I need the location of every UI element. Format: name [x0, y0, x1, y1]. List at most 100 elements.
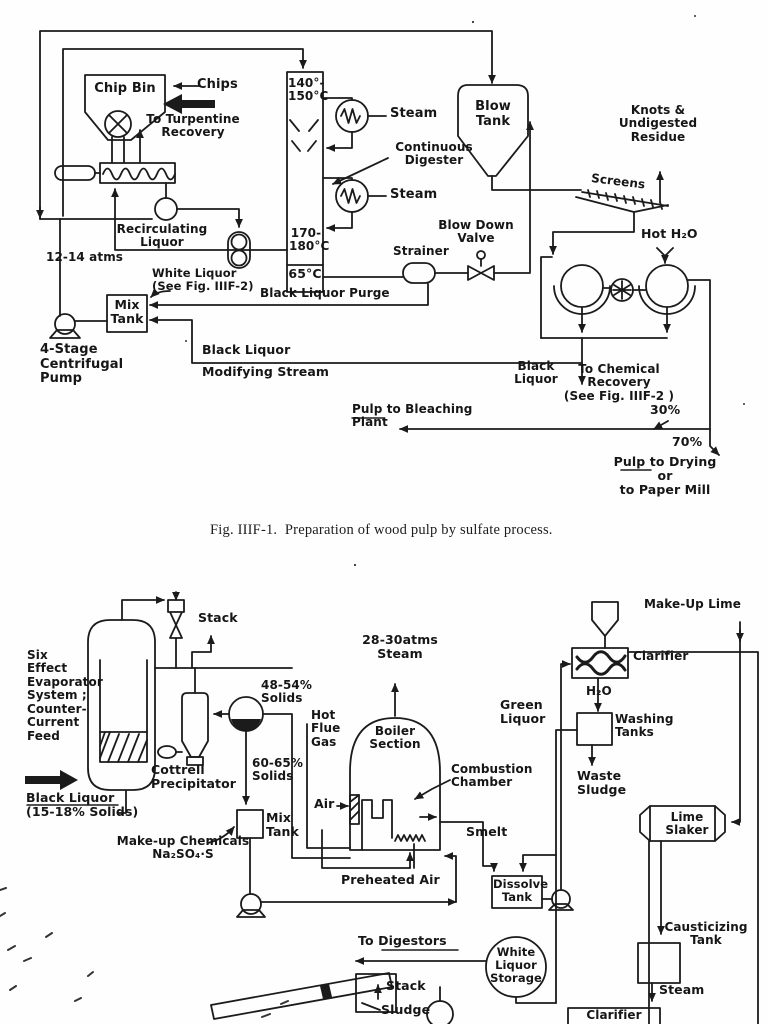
blow-down-valve-symbol — [467, 265, 495, 281]
underlines-fig2 — [26, 804, 459, 951]
clarifier-vessel — [571, 647, 629, 679]
causticizing-tank-vessel — [637, 942, 681, 984]
smelt-line — [439, 821, 498, 872]
label-green-liquor: Green Liquor — [500, 697, 546, 726]
white-liquor-line — [150, 288, 171, 298]
label-temp-top: 140°- 150°C — [288, 76, 329, 104]
label-sludge: Sludge — [381, 1002, 431, 1017]
bold-right-arrow — [25, 770, 78, 790]
chemicals-line — [207, 826, 235, 844]
lime-kiln — [210, 972, 393, 1020]
centrifugal-pump — [54, 313, 76, 335]
recirculating-liquor-line — [111, 188, 288, 251]
liquor-pump — [240, 893, 262, 915]
label-black-liquor-feed: Black Liquor (15-18% Solids) — [26, 790, 139, 819]
label-recirculating-liquor: Recirculating Liquor — [116, 222, 208, 250]
label-to-digestors: To Digestors — [358, 933, 447, 948]
mix-tank-vessel — [106, 294, 148, 333]
label-turpentine: To Turpentine Recovery — [146, 112, 240, 140]
label-air: Air — [314, 796, 335, 811]
pulp-underlines — [351, 417, 652, 471]
bold-left-arrow — [163, 94, 215, 114]
label-blow-tank: Blow Tank — [475, 99, 511, 129]
washer-2 — [645, 264, 689, 308]
label-washing-tanks: Washing Tanks — [615, 712, 674, 740]
conveyor-drive — [54, 165, 96, 181]
evaporator-vessel — [87, 619, 156, 791]
dissolve-tank-vessel — [491, 875, 543, 909]
label-make-up-lime: Make-Up Lime — [644, 597, 741, 611]
recovery-boiler-vessel — [349, 717, 441, 851]
label-hot-flue-gas: Hot Flue Gas — [311, 708, 341, 749]
label-preheated-air: Preheated Air — [341, 872, 440, 887]
label-knots: Knots & Undigested Residue — [618, 103, 698, 144]
rotary-feeder — [104, 110, 132, 138]
make-up-lime-line — [731, 621, 741, 826]
black-liquor-purge-line — [149, 283, 429, 309]
label-stack-bottom: Stack — [386, 978, 426, 993]
label-modifying-2: Modifying Stream — [202, 364, 330, 379]
label-clarifier-top: Clarifier — [633, 649, 689, 663]
label-pulp-drying: Pulp to Drying or to Paper Mill — [613, 454, 717, 497]
label-modifying-1: Black Liquor — [202, 342, 291, 357]
label-h2o: H₂O — [586, 684, 612, 698]
label-temp-bottom: 170- 180°C — [289, 226, 330, 254]
chip-bin — [84, 74, 166, 141]
label-temp-65: 65°C — [288, 266, 322, 281]
label-white-liquor: White Liquor (See Fig. IIIF-2) — [152, 266, 254, 293]
fig1-linework — [36, 30, 720, 471]
white-liquor-storage-vessel — [485, 936, 547, 998]
scan-marks — [0, 15, 745, 1018]
label-six-effect: Six Effect Evaporator System ; Counter- … — [27, 648, 103, 743]
label-boiler-section: Boiler Section — [369, 724, 421, 752]
label-mix-tank-2: Mix Tank — [266, 810, 299, 839]
label-four-stage-pump: 4-Stage Centrifugal Pump — [40, 342, 124, 387]
cottrell-precipitator-vessel — [181, 692, 209, 758]
label-steam-2: Steam — [390, 187, 438, 202]
washer-1 — [560, 264, 604, 308]
washing-tanks-vessel — [576, 712, 613, 746]
feed-line-to-blow-tank — [39, 30, 496, 220]
label-cottrell: Cottrell Precipitator — [151, 762, 237, 791]
label-smelt: Smelt — [466, 824, 508, 839]
label-clarifier-bottom: Clarifier — [586, 1008, 642, 1022]
pulp-line — [687, 279, 720, 456]
strainer-vessel — [402, 262, 436, 284]
modifying-stream-line — [149, 316, 583, 364]
label-continuous-digester: Continuous Digester — [395, 140, 473, 168]
combustion-pointer — [414, 779, 451, 800]
kiln-firing-hood — [355, 973, 397, 1013]
label-steam-1: Steam — [390, 106, 438, 121]
label-to-chemical-recovery: To Chemical Recovery (See Fig. IIIF-2 ) — [563, 362, 675, 403]
label-pct-30: 30% — [650, 402, 681, 417]
label-waste-sludge: Waste Sludge — [577, 768, 627, 797]
weak-wash-line — [555, 729, 578, 1004]
label-steam-bottom: Steam — [659, 982, 705, 997]
label-solids-48: 48-54% Solids — [261, 678, 313, 706]
right-recycle-line — [627, 651, 759, 1024]
continuous-digester-vessel — [286, 71, 324, 293]
stack-line — [191, 635, 215, 669]
label-stack-top: Stack — [198, 610, 238, 625]
lime-slaker-vessel — [639, 805, 726, 842]
label-atms: 12-14 atms — [46, 250, 124, 264]
figure-caption: Fig. IIIF-1. Preparation of wood pulp by… — [210, 522, 553, 538]
clarifier-feed-hopper — [591, 601, 619, 637]
green-liquor-line — [560, 660, 571, 891]
recirculation-pump — [154, 197, 178, 221]
digester-pointer — [332, 157, 389, 185]
label-hot-h2o: Hot H₂O — [641, 226, 698, 241]
label-causticizing-tank: Causticizing Tank — [664, 920, 748, 948]
fig2-linework — [25, 591, 759, 1024]
label-white-liquor-storage: White Liquor Storage — [490, 945, 542, 985]
label-combustion-chamber: Combustion Chamber — [451, 762, 533, 790]
label-solids-60: 60-65% Solids — [252, 756, 304, 784]
label-black-liquor: Black Liquor — [514, 359, 558, 387]
clarifier-bottom-vessel — [567, 1007, 661, 1024]
label-blow-down-valve: Blow Down Valve — [438, 218, 514, 246]
label-dissolve-tank: Dissolve Tank — [493, 877, 549, 904]
label-lime-slaker: Lime Slaker — [665, 810, 709, 838]
label-pulp-bleaching: Pulp to Bleaching Plant — [352, 402, 473, 430]
